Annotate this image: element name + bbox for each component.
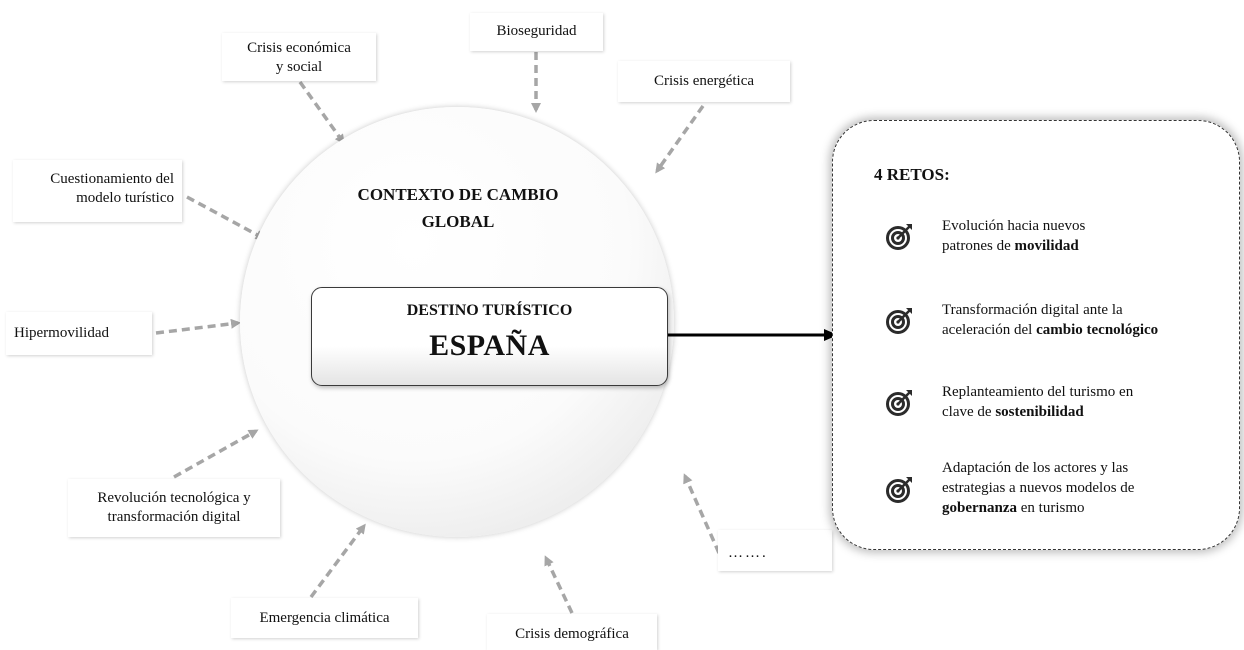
factor-crisis-energetica-line-1: Crisis energética <box>653 73 755 89</box>
factor-cuestionamiento-line-1: Cuestionamiento del <box>50 171 174 187</box>
factor-demografica-line-1: Crisis demográfica <box>515 626 629 642</box>
challenge-item-2: Transformación digital ante la aceleraci… <box>876 292 1196 350</box>
challenge-2-line-2: aceleración del cambio tecnológico <box>942 320 1186 340</box>
challenge-2-keyword: cambio tecnológico <box>1036 322 1159 338</box>
challenge-4-line-3: gobernanza en turismo <box>942 498 1186 518</box>
challenge-item-1-shape <box>876 208 1196 266</box>
challenge-4-line-1-text: Adaptación de los actores y las <box>942 460 1129 476</box>
target-icon <box>886 390 912 416</box>
challenge-item-3-text: Replanteamiento del turismo en clave de … <box>942 382 1186 422</box>
challenge-4-line-1: Adaptación de los actores y las <box>942 458 1186 478</box>
challenges-title: 4 RETOS: <box>874 165 950 184</box>
factor-emergencia-line-1: Emergencia climática <box>259 610 390 626</box>
factor-cuestionamiento: Cuestionamiento del modelo turístico <box>13 160 182 222</box>
challenge-3-line-1: Replanteamiento del turismo en <box>942 382 1186 402</box>
challenge-3-line-2-text: clave de <box>942 404 996 420</box>
factor-hipermovilidad: Hipermovilidad <box>6 312 152 355</box>
challenge-1-line-1: Evolución hacia nuevos <box>942 216 1186 236</box>
factor-crisis-energetica: Crisis energética <box>618 61 790 102</box>
arrow-revolucion <box>173 429 259 479</box>
factor-cuestionamiento-line-2: modelo turístico <box>76 190 174 206</box>
challenge-2-line-1: Transformación digital ante la <box>942 300 1186 320</box>
challenge-item-4: Adaptación de los actores y las estrateg… <box>876 456 1196 524</box>
destination-label: DESTINO TURÍSTICO <box>406 302 573 319</box>
arrow-demografica <box>544 555 574 614</box>
factor-bioseguridad: Bioseguridad <box>470 13 603 51</box>
factor-crisis-economica: Crisis económica y social <box>222 33 376 81</box>
factor-otros-line-1: ……. <box>728 545 768 561</box>
challenge-3-keyword: sostenibilidad <box>995 404 1084 420</box>
challenge-4-line-2-text: estrategias a nuevos modelos de <box>942 480 1135 496</box>
challenge-4-keyword: gobernanza <box>942 500 1017 516</box>
arrow-cuestionamiento <box>186 195 266 240</box>
arrow-emergencia <box>309 523 366 599</box>
context-title-line-2: GLOBAL <box>421 212 495 231</box>
factor-revolucion-line-2: transformación digital <box>107 509 241 525</box>
challenge-1-line-2-text: patrones de <box>942 238 1015 254</box>
factor-emergencia: Emergencia climática <box>231 598 418 638</box>
challenge-item-3-shape <box>876 374 1196 432</box>
factor-crisis-economica-line-1: Crisis económica <box>247 40 351 56</box>
arrow-hipermovilidad <box>155 318 241 335</box>
target-icon <box>886 224 912 250</box>
factor-otros: ……. <box>718 530 832 571</box>
challenge-item-4-shape <box>876 456 1196 524</box>
challenge-item-2-shape <box>876 292 1196 350</box>
challenge-1-keyword: movilidad <box>1014 238 1079 254</box>
factor-revolucion-line-1: Revolución tecnológica y <box>97 490 251 506</box>
destination-box: DESTINO TURÍSTICO ESPAÑA <box>311 287 668 386</box>
challenge-1-line-2: patrones de movilidad <box>942 236 1186 256</box>
challenge-4-line-3-text: en turismo <box>1017 500 1085 516</box>
challenge-item-3: Replanteamiento del turismo en clave de … <box>876 374 1196 432</box>
challenge-3-line-2: clave de sostenibilidad <box>942 402 1186 422</box>
destination-name: ESPAÑA <box>429 329 550 362</box>
challenge-2-line-2-text: aceleración del <box>942 322 1037 338</box>
factor-hipermovilidad-line-1: Hipermovilidad <box>14 325 109 341</box>
challenge-item-1-text: Evolución hacia nuevos patrones de movil… <box>942 216 1186 256</box>
target-icon <box>886 308 912 334</box>
challenge-item-4-text: Adaptación de los actores y las estrateg… <box>942 458 1186 518</box>
arrow-otros <box>683 473 721 554</box>
challenge-2-line-1-text: Transformación digital ante la <box>942 302 1123 318</box>
factor-crisis-economica-line-2: y social <box>275 59 323 75</box>
factor-revolucion: Revolución tecnológica y transformación … <box>68 479 280 537</box>
challenge-1-line-1-text: Evolución hacia nuevos <box>942 218 1086 234</box>
factor-bioseguridad-line-1: Bioseguridad <box>496 23 577 39</box>
challenge-4-line-2: estrategias a nuevos modelos de <box>942 478 1186 498</box>
challenge-item-1: Evolución hacia nuevos patrones de movil… <box>876 208 1196 266</box>
context-title: CONTEXTO DE CAMBIO GLOBAL <box>340 181 576 235</box>
challenge-3-line-1-text: Replanteamiento del turismo en <box>942 384 1134 400</box>
arrow-crisis-energetica <box>655 104 705 174</box>
target-icon <box>886 477 912 503</box>
challenge-item-2-text: Transformación digital ante la aceleraci… <box>942 300 1186 340</box>
factor-demografica: Crisis demográfica <box>487 614 657 650</box>
context-title-line-1: CONTEXTO DE CAMBIO <box>357 185 559 204</box>
